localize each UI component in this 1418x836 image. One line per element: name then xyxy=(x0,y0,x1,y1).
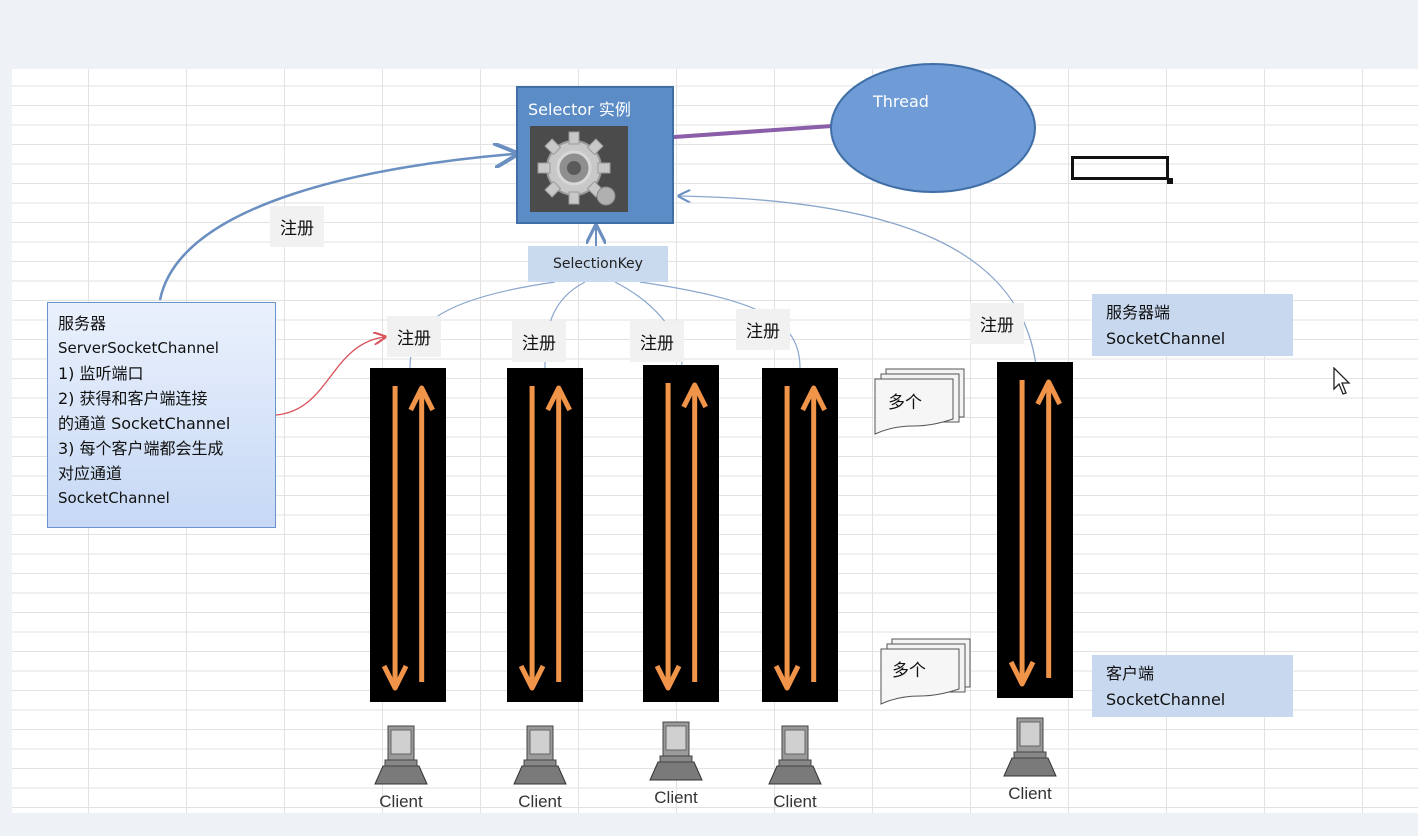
down-arrow-head xyxy=(518,664,546,691)
server-line: 服务器 xyxy=(58,314,107,333)
server-side-line1: 服务器端 xyxy=(1106,303,1171,322)
up-arrow-head xyxy=(408,385,435,412)
register-label-1: 注册 xyxy=(387,316,441,357)
cursor-icon xyxy=(1333,367,1351,395)
server-line: ServerSocketChannel xyxy=(58,339,219,357)
bidirectional-arrows xyxy=(773,385,827,691)
client-1: Client xyxy=(371,720,431,812)
selected-cell[interactable] xyxy=(1071,156,1169,180)
down-arrow-head xyxy=(654,664,682,691)
bidirectional-arrows xyxy=(654,382,708,691)
server-line: 的通道 SocketChannel xyxy=(58,414,231,433)
selector-title: Selector 实例 xyxy=(528,100,631,119)
socket-channel-2 xyxy=(507,368,583,702)
computer-icon xyxy=(374,725,428,785)
down-arrow-head xyxy=(381,664,409,691)
multiple-stack-icon xyxy=(880,638,971,705)
gear-icon xyxy=(530,126,628,212)
server-socket-channel-box: 服务器 ServerSocketChannel 1) 监听端口 2) 获得和客户… xyxy=(47,302,276,528)
socket-channel-1 xyxy=(370,368,446,702)
server-side-line2: SocketChannel xyxy=(1106,329,1226,348)
up-arrow-head xyxy=(681,382,708,409)
register-label-server: 注册 xyxy=(270,206,324,247)
client-label: Client xyxy=(773,792,817,811)
client-5: Client xyxy=(1000,712,1060,804)
server-line: SocketChannel xyxy=(58,489,170,507)
server-line: 3) 每个客户端都会生成 xyxy=(58,439,224,458)
thread-connector xyxy=(659,124,833,140)
computer-icon xyxy=(1003,717,1057,777)
thread-label: Thread xyxy=(873,92,929,111)
thread-ellipse xyxy=(830,63,1036,193)
accept-connector xyxy=(275,337,384,416)
register-label-2: 注册 xyxy=(512,321,566,362)
client-2: Client xyxy=(510,720,570,812)
server-side-label-box: 服务器端 SocketChannel xyxy=(1092,294,1293,356)
register-label-3: 注册 xyxy=(630,321,684,362)
server-line: 对应通道 xyxy=(58,464,123,483)
server-line: 1) 监听端口 xyxy=(58,364,144,383)
client-3: Client xyxy=(646,716,706,808)
client-side-label-box: 客户端 SocketChannel xyxy=(1092,655,1293,717)
client-label: Client xyxy=(379,792,423,811)
down-arrow-head xyxy=(773,664,801,691)
server-line: 2) 获得和客户端连接 xyxy=(58,389,208,408)
client-label: Client xyxy=(518,792,562,811)
register-label-5: 注册 xyxy=(970,303,1024,344)
up-arrow-head xyxy=(800,385,827,412)
bidirectional-arrows xyxy=(1008,379,1062,687)
multiple-label-top: 多个 xyxy=(888,393,922,413)
bidirectional-arrows xyxy=(381,385,435,691)
computer-icon xyxy=(513,725,567,785)
client-side-line1: 客户端 xyxy=(1106,664,1155,683)
multiple-stack-icon xyxy=(874,368,965,435)
client-side-line2: SocketChannel xyxy=(1106,690,1226,709)
selection-key-label: SelectionKey xyxy=(528,246,668,282)
server-register-connector xyxy=(158,154,514,301)
register-label-4: 注册 xyxy=(736,309,790,350)
client-label: Client xyxy=(1008,784,1052,803)
up-arrow-head xyxy=(1035,379,1062,406)
socket-channel-5 xyxy=(997,362,1073,698)
client-label: Client xyxy=(654,788,698,807)
fill-handle[interactable] xyxy=(1167,178,1173,184)
computer-icon xyxy=(768,725,822,785)
bidirectional-arrows xyxy=(518,385,572,691)
computer-icon xyxy=(649,721,703,781)
client-4: Client xyxy=(765,720,825,812)
up-arrow-head xyxy=(545,385,572,412)
multiple-label-bottom: 多个 xyxy=(892,661,926,681)
selector-instance-box: Selector 实例 xyxy=(516,86,674,224)
down-arrow-head xyxy=(1008,660,1036,687)
socket-channel-4 xyxy=(762,368,838,702)
socket-channel-3 xyxy=(643,365,719,702)
